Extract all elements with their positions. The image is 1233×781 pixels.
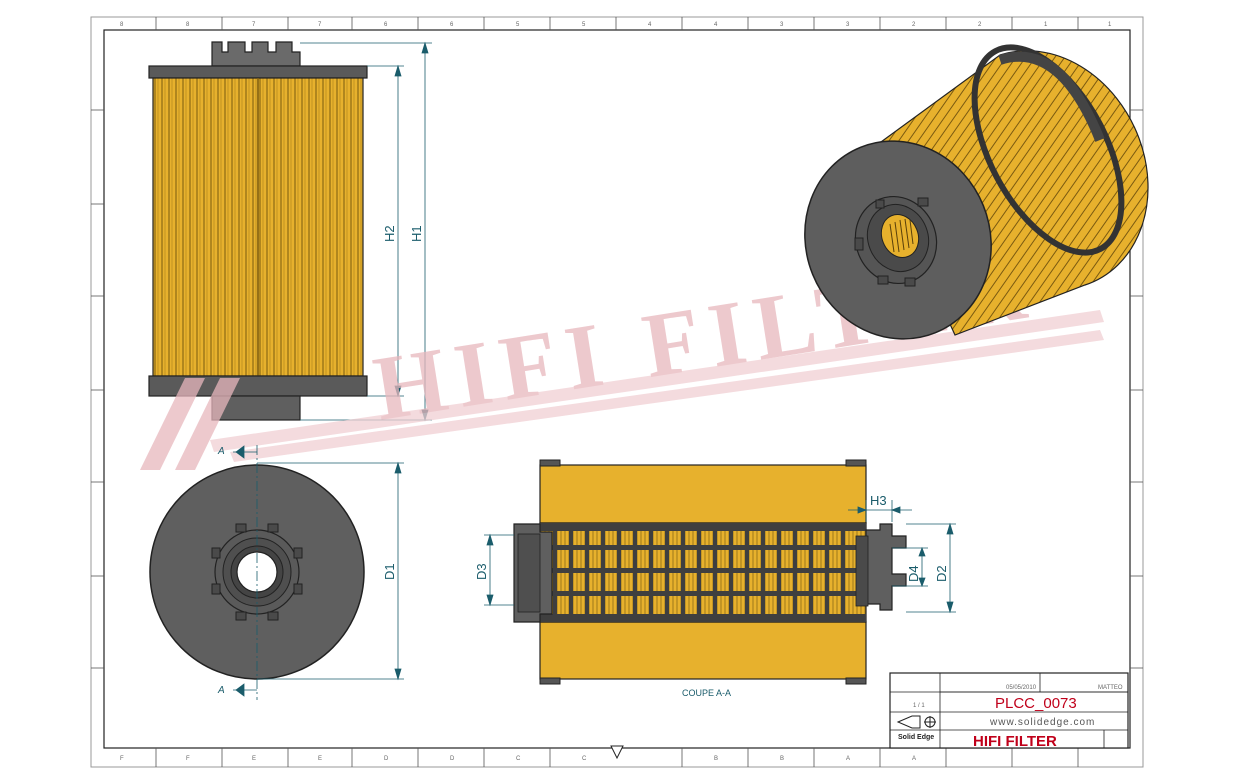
svg-text:E: E: [318, 756, 322, 762]
d3-label: D3: [474, 563, 489, 580]
d1-dimension: [257, 461, 404, 681]
svg-text:D: D: [384, 756, 389, 762]
svg-text:7: 7: [252, 22, 256, 28]
isometric-view: [804, 44, 1149, 340]
tb-software: Solid Edge: [898, 734, 934, 741]
svg-text:5: 5: [582, 22, 586, 28]
section-right-connector: [865, 523, 907, 611]
svg-text:A: A: [912, 756, 916, 762]
iso-back-rim: [971, 44, 1125, 256]
front-top-connector: [211, 41, 301, 67]
svg-text:E: E: [252, 756, 256, 762]
tb-part-number: PLCC_0073: [995, 695, 1077, 712]
svg-text:1: 1: [1044, 22, 1048, 28]
svg-text:3: 3: [846, 22, 850, 28]
title-block: [889, 672, 1129, 749]
svg-text:1: 1: [1108, 22, 1112, 28]
tb-website: www.solidedge.com: [989, 717, 1095, 728]
svg-text:2: 2: [978, 22, 982, 28]
svg-text:6: 6: [384, 22, 388, 28]
svg-text:8: 8: [186, 22, 190, 28]
svg-text:4: 4: [714, 22, 718, 28]
d1-label: D1: [382, 563, 397, 580]
tb-author: MATTEO: [1098, 685, 1123, 691]
section-marker-bottom: A: [217, 685, 225, 696]
svg-text:6: 6: [450, 22, 454, 28]
section-media-top: [539, 464, 867, 524]
h3-label: H3: [870, 493, 887, 508]
d2-label: D2: [934, 565, 949, 582]
datum-triangle-icon: [610, 745, 624, 760]
svg-text:A: A: [846, 756, 850, 762]
h1-label: H1: [409, 225, 424, 242]
section-dimensions: [484, 500, 956, 614]
section-marker-top: A: [217, 446, 225, 457]
tb-company: HIFI FILTER: [973, 733, 1057, 750]
front-view: [148, 41, 368, 421]
tb-date: 05/05/2010: [1006, 685, 1037, 691]
svg-text:B: B: [780, 756, 784, 762]
svg-text:C: C: [516, 756, 521, 762]
svg-text:B: B: [714, 756, 718, 762]
section-cage-ribs: [540, 523, 866, 622]
svg-text:F: F: [120, 756, 124, 762]
section-view: [513, 459, 907, 685]
outer-frame: [90, 16, 1144, 768]
h2-label: H2: [382, 225, 397, 242]
front-top-cap: [148, 65, 368, 79]
border-zone-ticks: [91, 17, 1143, 767]
front-dimensions: [300, 41, 432, 422]
svg-text:7: 7: [318, 22, 322, 28]
section-cage-columns: [553, 523, 845, 622]
svg-text:8: 8: [120, 22, 124, 28]
tb-sheet: 1 / 1: [913, 703, 925, 709]
svg-text:F: F: [186, 756, 190, 762]
section-line-a-a: [233, 445, 258, 700]
svg-text:5: 5: [516, 22, 520, 28]
svg-text:C: C: [582, 756, 587, 762]
section-media-bottom: [539, 621, 867, 680]
svg-text:2: 2: [912, 22, 916, 28]
d4-label: D4: [906, 565, 921, 582]
section-label: COUPE A-A: [682, 688, 731, 698]
svg-text:4: 4: [648, 22, 652, 28]
svg-text:D: D: [450, 756, 455, 762]
border-zone-labels: 8 8 7 7 6 6 5 5 4 4 3 3 2 2 1 1 F F E E D D C C B B A A: [120, 22, 1112, 762]
svg-text:3: 3: [780, 22, 784, 28]
solid-edge-logo-icon: [896, 715, 936, 729]
